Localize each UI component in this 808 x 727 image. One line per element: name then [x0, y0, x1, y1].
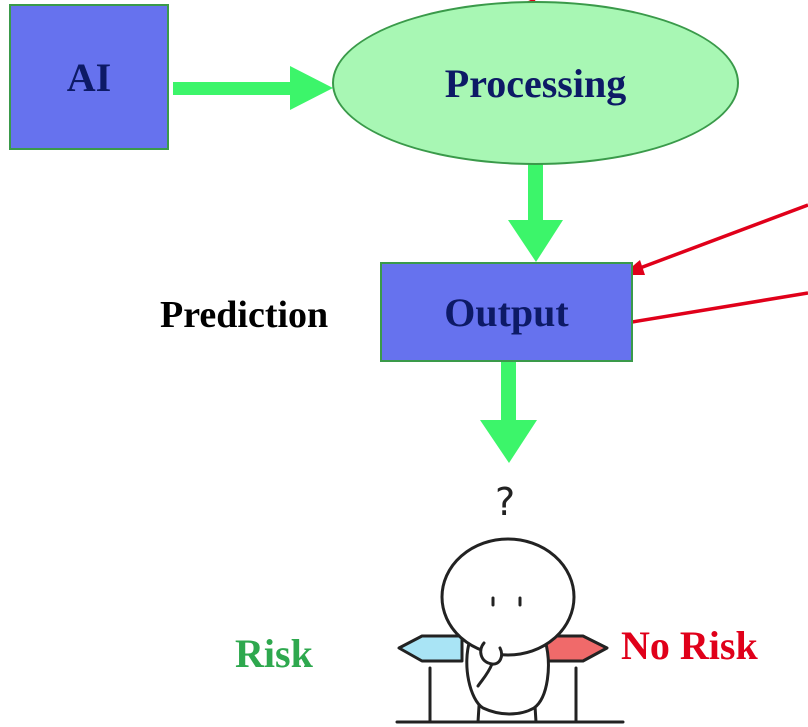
risk-label: Risk	[235, 631, 313, 676]
red-arrow-to-output	[622, 203, 808, 275]
no-risk-label: No Risk	[621, 623, 758, 668]
left-sign-icon	[397, 634, 464, 663]
ai-node-label: AI	[66, 54, 112, 100]
thinking-person-figure	[395, 537, 625, 724]
prediction-label: Prediction	[160, 294, 329, 336]
arrow-ai-to-processing	[173, 66, 333, 110]
question-mark-icon: ?	[495, 480, 516, 524]
output-node-label: Output	[444, 289, 569, 335]
arrow-processing-to-output	[508, 160, 563, 262]
processing-node-label: Processing	[444, 60, 627, 106]
processing-node: Processing	[332, 1, 739, 165]
red-line-from-output	[631, 291, 808, 324]
output-node: Output	[380, 262, 633, 362]
arrow-output-to-figure	[480, 360, 537, 463]
ai-node: AI	[9, 4, 169, 150]
